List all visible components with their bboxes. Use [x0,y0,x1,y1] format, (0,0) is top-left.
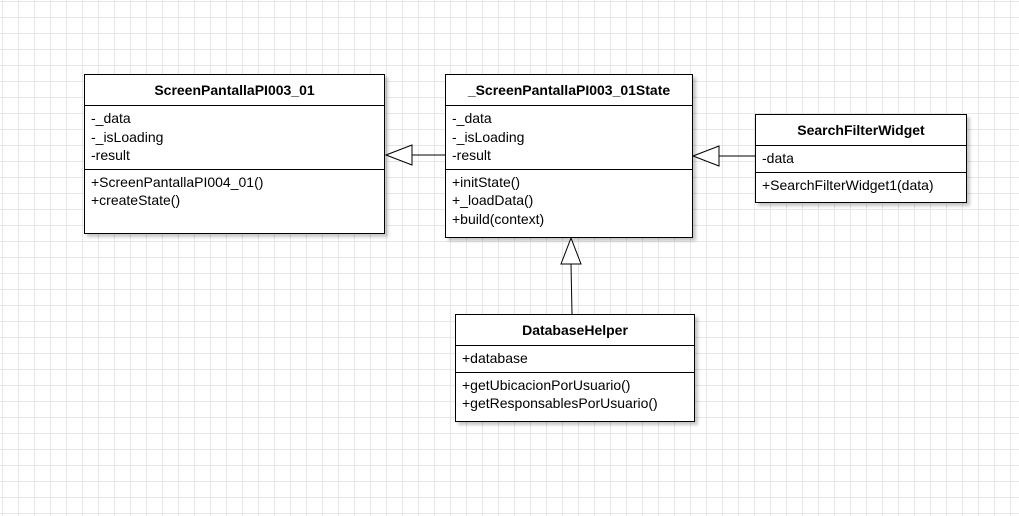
attribute: -_isLoading [452,128,525,145]
method: +getUbicacionPorUsuario() [462,376,631,393]
attributes-section: -_data -_isLoading -result [446,106,692,170]
class-name: SearchFilterWidget [756,115,966,146]
class-search-filter-widget[interactable]: SearchFilterWidget -data +SearchFilterWi… [755,114,967,203]
attribute: +database [462,350,528,366]
methods-section: +SearchFilterWidget1(data) [756,173,966,199]
attributes-section: -_data -_isLoading -result [85,106,384,170]
class-name: ScreenPantallaPI003_01 [85,75,384,106]
generalization-arrowhead-state-right [691,145,720,167]
method: +initState() [452,173,521,190]
class-name: DatabaseHelper [456,315,694,346]
class-name: _ScreenPantallaPI003_01State [446,75,692,106]
method: +ScreenPantallaPI004_01() [91,173,264,190]
method: +build(context) [452,210,545,227]
methods-section: +getUbicacionPorUsuario() +getResponsabl… [456,373,694,417]
attributes-section: -data [756,146,966,173]
generalization-line-db-to-state[interactable] [570,263,573,315]
method: +getResponsablesPorUsuario() [462,395,658,411]
generalization-arrowhead-screen [384,144,413,166]
attribute: -_data [91,110,131,126]
attribute: -_data [452,110,492,126]
methods-section: +initState() +_loadData() +build(context… [446,170,692,233]
generalization-arrowhead-state-bottom [560,236,582,265]
attribute: -result [91,147,130,163]
method: +createState() [91,192,181,208]
methods-section: +ScreenPantallaPI004_01() +createState() [85,170,384,214]
attribute: -data [762,150,794,166]
class-screen-state[interactable]: _ScreenPantallaPI003_01State -_data -_is… [445,74,693,238]
class-screen-pantalla[interactable]: ScreenPantallaPI003_01 -_data -_isLoadin… [84,74,385,234]
class-database-helper[interactable]: DatabaseHelper +database +getUbicacionPo… [455,314,695,422]
method: +SearchFilterWidget1(data) [762,176,934,193]
attribute: -_isLoading [91,128,164,145]
method: +_loadData() [452,192,534,208]
attribute: -result [452,147,491,163]
attributes-section: +database [456,346,694,373]
